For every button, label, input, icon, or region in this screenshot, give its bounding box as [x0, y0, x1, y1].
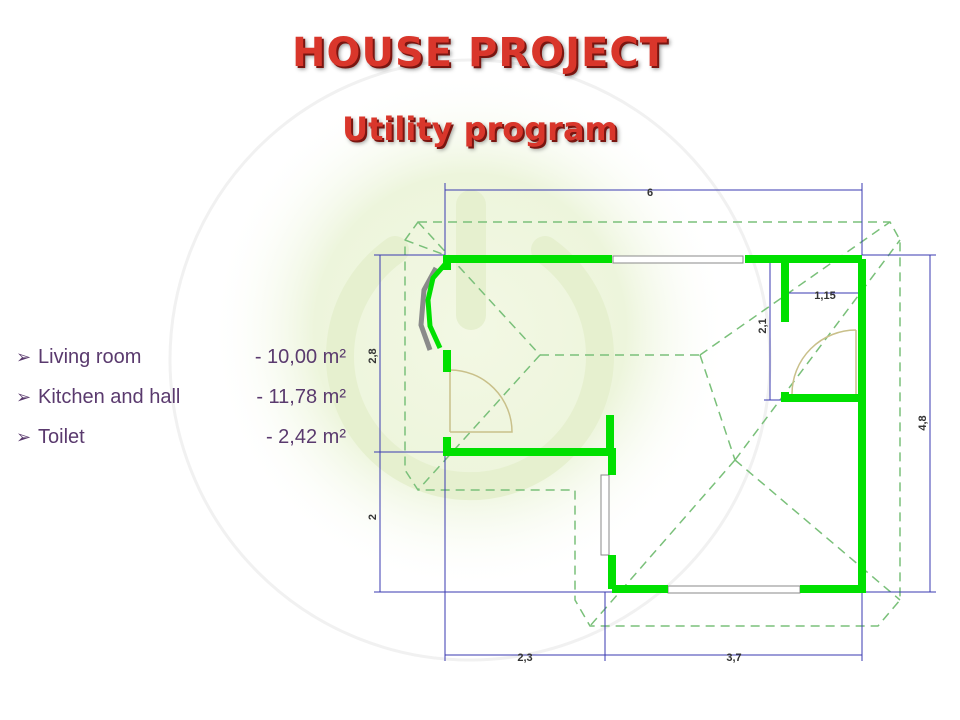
wall-exterior-right	[800, 259, 866, 593]
roof-ridge	[699, 221, 891, 356]
list-item: ➢ Kitchen and hall - 11,78 m²	[16, 382, 346, 422]
dim-label-toilet-height: 2,1	[757, 318, 769, 333]
room-area: - 10,00 m²	[254, 346, 346, 368]
wall-exterior-top	[443, 255, 612, 270]
dimension-lines	[374, 183, 936, 661]
roof-ridge	[417, 221, 541, 356]
window-bottom	[667, 585, 801, 594]
toilet-door-swing	[791, 329, 857, 395]
room-area-list: ➢ Living room - 10,00 m² ➢ Kitchen and h…	[16, 342, 346, 462]
walls	[425, 255, 866, 593]
roof-ridge	[734, 239, 901, 461]
roof-ridge	[699, 354, 736, 461]
roof-ridge	[589, 459, 736, 627]
roof-ridge	[734, 459, 901, 601]
door-swings	[449, 329, 857, 433]
dim-label-top: 6	[647, 187, 653, 199]
dim-label-toilet-width: 1,15	[814, 290, 835, 302]
wall-toilet-lower	[781, 392, 862, 402]
dimension-labels: 6 2,8 2 4,8 2,3 3,7 1,15 2,1	[367, 187, 929, 664]
list-item: ➢ Living room - 10,00 m²	[16, 342, 346, 382]
window-kitchen	[600, 474, 610, 556]
roof-ridge	[417, 354, 541, 491]
watermark-disc	[210, 70, 730, 590]
roof-outline	[404, 221, 901, 627]
arrow-bullet-icon: ➢	[16, 387, 32, 407]
room-name: Living room	[38, 346, 142, 368]
room-name: Kitchen and hall	[38, 386, 181, 408]
page-subtitle: Utility program	[342, 110, 618, 148]
arrow-bullet-icon: ➢	[16, 347, 32, 367]
floor-plan: 6 2,8 2 4,8 2,3 3,7 1,15 2,1	[367, 183, 936, 664]
dim-label-bottom-left: 2,3	[517, 652, 532, 664]
page-title: HOUSE PROJECT	[292, 30, 668, 76]
room-area: - 11,78 m²	[256, 386, 346, 408]
list-item: ➢ Toilet - 2,42 m²	[16, 422, 346, 462]
room-name: Toilet	[38, 426, 85, 448]
wall-kitchen-side-upper	[443, 437, 616, 475]
roof-ridge	[404, 239, 446, 256]
arrow-bullet-icon: ➢	[16, 427, 32, 447]
window-top	[612, 255, 744, 264]
bay-window	[418, 266, 439, 351]
dim-label-left-upper: 2,8	[367, 348, 379, 363]
wall-bay	[425, 260, 449, 350]
dim-label-left-lower: 2	[367, 514, 379, 520]
dim-label-bottom-right: 3,7	[726, 652, 741, 664]
dim-label-right: 4,8	[917, 415, 929, 430]
entrance-door-swing	[449, 369, 513, 433]
watermark-power-arc	[326, 236, 614, 501]
roof-perimeter	[404, 221, 901, 627]
room-area: - 2,42 m²	[265, 426, 346, 448]
